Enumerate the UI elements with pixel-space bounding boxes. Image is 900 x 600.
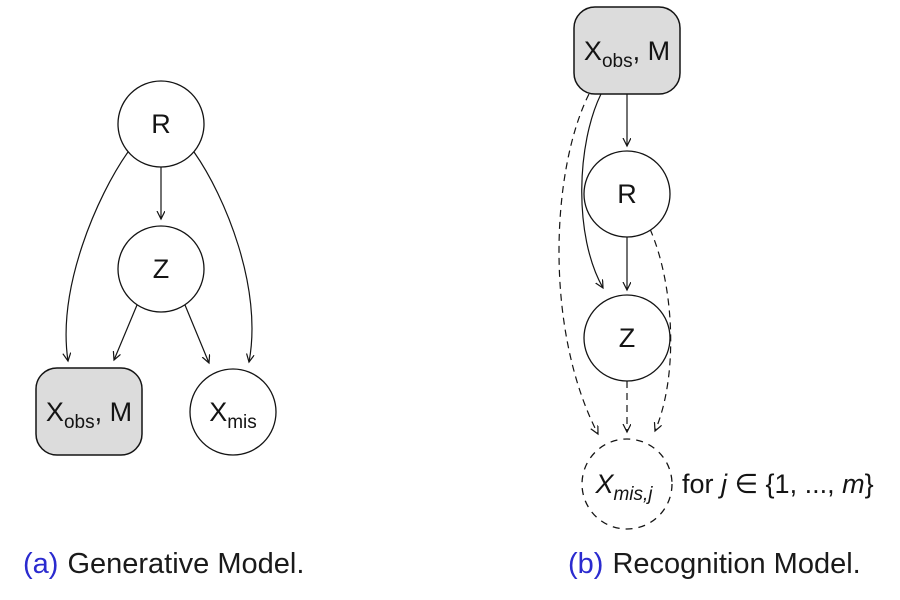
node-z-label: Z [153, 254, 170, 284]
panel-generative: R Z Xobs, M Xmis [35, 80, 277, 456]
node-xobs-rect [35, 367, 143, 456]
node-xmisj-recognition: Xmis,j [581, 438, 673, 530]
node-z-circle [583, 294, 671, 382]
node-xmisj-label: Xmis,j [594, 469, 653, 505]
node-r-label: R [617, 179, 637, 209]
node-r-circle [117, 80, 205, 168]
node-r-generative: R [117, 80, 205, 168]
node-r-label: R [151, 109, 171, 139]
node-r-recognition: R [583, 150, 671, 238]
caption-text-a: Generative Model. [67, 548, 305, 580]
node-xmis-generative: Xmis [189, 368, 277, 456]
node-xobs-recognition: Xobs, M [573, 6, 681, 95]
edge-r-to-xmis [193, 151, 252, 362]
node-z-circle [117, 225, 205, 313]
edge-r-to-xobs [66, 151, 129, 361]
node-xobs-generative: Xobs, M [35, 367, 143, 456]
edge-z-to-xmis [184, 304, 209, 363]
edge-z-to-xobs [114, 304, 138, 360]
edge-xobs-to-z [581, 93, 603, 288]
diagram-canvas: R Z Xobs, M Xmis [35, 6, 874, 530]
node-xobs-label: Xobs, M [46, 397, 132, 433]
node-xmis-label: Xmis [209, 397, 257, 433]
node-z-label: Z [619, 323, 636, 353]
panel-recognition: Xobs, M R Z Xmis,j [558, 6, 874, 530]
node-xobs-rect [573, 6, 681, 95]
node-r-circle [583, 150, 671, 238]
caption-generative: (a)Generative Model. [23, 548, 304, 581]
caption-tag-b: (b) [568, 548, 604, 580]
node-xobs-label: Xobs, M [584, 36, 670, 72]
edge-xobs-to-xmisj [558, 93, 598, 434]
caption-text-b: Recognition Model. [612, 548, 861, 580]
node-z-generative: Z [117, 225, 205, 313]
caption-tag-a: (a) [23, 548, 59, 580]
caption-recognition: (b)Recognition Model. [568, 548, 861, 581]
node-z-recognition: Z [583, 294, 671, 382]
node-xmisj-circle [581, 438, 673, 530]
plate-annotation: for j ∈ {1, ..., m} [682, 469, 874, 499]
node-xmis-circle [189, 368, 277, 456]
edge-r-to-xmisj [649, 228, 672, 431]
